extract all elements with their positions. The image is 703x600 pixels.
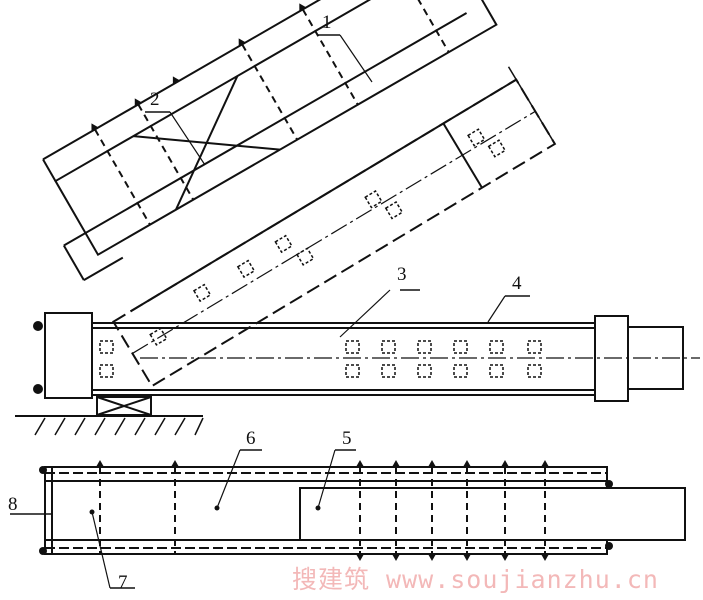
horizontal-beam [15,289,700,436]
callout-label-4: 4 [512,273,522,294]
telescopic-assembly [10,449,686,589]
callout-label-3: 3 [397,264,407,285]
inclined-truss-member [42,0,498,282]
callout-label-5: 5 [342,428,352,449]
callout-label-6: 6 [246,428,256,449]
callout-label-2: 2 [150,89,160,110]
callout-label-1: 1 [322,12,332,33]
inclined-beam-member [111,66,557,388]
callout-label-8: 8 [8,494,18,515]
callout-label-7: 7 [118,572,128,593]
watermark: 搜建筑 www.soujianzhu.cn [292,565,659,594]
